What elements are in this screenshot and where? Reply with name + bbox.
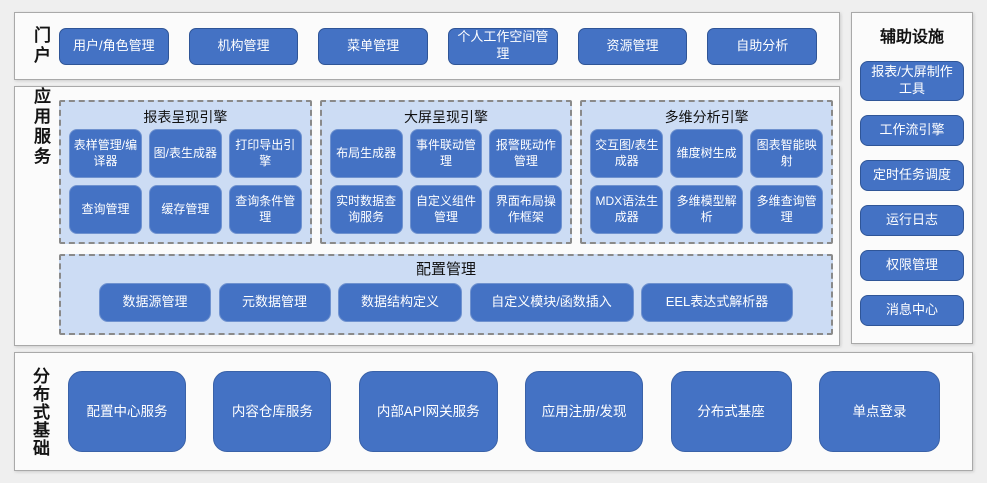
interactive-chart-generator-button[interactable]: 交互图/表生成器 <box>590 129 664 178</box>
distributed-foundation-section: 分布式基础 配置中心服务 内容仓库服务 内部API网关服务 应用注册/发现 分布… <box>14 352 973 471</box>
portal-label: 门户 <box>31 26 50 66</box>
mdx-syntax-generator-button[interactable]: MDX语法生成器 <box>590 185 664 234</box>
report-bigscreen-tool-button[interactable]: 报表/大屏制作工具 <box>860 61 964 101</box>
metadata-management-button[interactable]: 元数据管理 <box>218 283 331 322</box>
config-button-row: 数据源管理 元数据管理 数据结构定义 自定义模块/函数插入 EEL表达式解析器 <box>73 281 819 324</box>
custom-component-management-button[interactable]: 自定义组件管理 <box>409 185 483 234</box>
workflow-engine-button[interactable]: 工作流引擎 <box>860 114 964 146</box>
foundation-button-row: 配置中心服务 内容仓库服务 内部API网关服务 应用注册/发现 分布式基座 单点… <box>56 371 972 452</box>
report-engine-grid: 表样管理/编译器 图/表生成器 打印导出引擎 查询管理 缓存管理 查询条件管理 <box>69 129 302 234</box>
olap-engine-title: 多维分析引擎 <box>664 109 749 125</box>
organization-management-button[interactable]: 机构管理 <box>188 27 299 65</box>
ui-layout-framework-button[interactable]: 界面布局操作框架 <box>489 185 563 234</box>
config-management-panel: 配置管理 数据源管理 元数据管理 数据结构定义 自定义模块/函数插入 EEL表达… <box>59 254 833 335</box>
application-services-section: 应用服务 报表呈现引擎 表样管理/编译器 图/表生成器 打印导出引擎 查询管理 … <box>14 86 840 346</box>
layout-generator-button[interactable]: 布局生成器 <box>329 129 403 178</box>
distributed-base-button[interactable]: 分布式基座 <box>670 371 792 452</box>
report-engine-panel: 报表呈现引擎 表样管理/编译器 图/表生成器 打印导出引擎 查询管理 缓存管理 … <box>59 100 312 244</box>
chart-table-generator-button[interactable]: 图/表生成器 <box>148 129 222 178</box>
bigscreen-engine-panel: 大屏呈现引擎 布局生成器 事件联动管理 报警既动作管理 实时数据查询服务 自定义… <box>319 100 573 244</box>
application-services-label: 应用服务 <box>31 87 50 167</box>
olap-engine-grid: 交互图/表生成器 维度树生成 图表智能映射 MDX语法生成器 多维模型解析 多维… <box>590 129 824 234</box>
multidim-model-parsing-button[interactable]: 多维模型解析 <box>670 185 744 234</box>
menu-management-button[interactable]: 菜单管理 <box>318 27 429 65</box>
custom-module-function-insert-button[interactable]: 自定义模块/函数插入 <box>469 283 634 322</box>
print-export-engine-button[interactable]: 打印导出引擎 <box>228 129 302 178</box>
permission-management-button[interactable]: 权限管理 <box>860 249 964 281</box>
data-structure-definition-button[interactable]: 数据结构定义 <box>338 283 462 322</box>
realtime-data-query-service-button[interactable]: 实时数据查询服务 <box>329 185 403 234</box>
run-log-button[interactable]: 运行日志 <box>860 204 964 236</box>
query-management-button[interactable]: 查询管理 <box>69 185 142 234</box>
cache-management-button[interactable]: 缓存管理 <box>148 185 222 234</box>
config-center-service-button[interactable]: 配置中心服务 <box>68 371 186 452</box>
portal-button-row: 用户/角色管理 机构管理 菜单管理 个人工作空间管理 资源管理 自助分析 <box>59 27 839 65</box>
dimension-tree-generation-button[interactable]: 维度树生成 <box>670 129 744 178</box>
config-management-title: 配置管理 <box>415 261 476 278</box>
app-registration-discovery-button[interactable]: 应用注册/发现 <box>525 371 644 452</box>
resource-management-button[interactable]: 资源管理 <box>577 27 688 65</box>
chart-smart-mapping-button[interactable]: 图表智能映射 <box>750 129 824 178</box>
application-services-content: 报表呈现引擎 表样管理/编译器 图/表生成器 打印导出引擎 查询管理 缓存管理 … <box>59 87 839 345</box>
single-sign-on-button[interactable]: 单点登录 <box>818 371 940 452</box>
distributed-foundation-label: 分布式基础 <box>30 366 49 457</box>
olap-engine-panel: 多维分析引擎 交互图/表生成器 维度树生成 图表智能映射 MDX语法生成器 多维… <box>580 100 834 244</box>
alarm-action-management-button[interactable]: 报警既动作管理 <box>489 129 563 178</box>
auxiliary-facilities-title: 辅助设施 <box>879 29 944 46</box>
message-center-button[interactable]: 消息中心 <box>860 294 964 326</box>
bigscreen-engine-grid: 布局生成器 事件联动管理 报警既动作管理 实时数据查询服务 自定义组件管理 界面… <box>329 129 563 234</box>
personal-workspace-management-button[interactable]: 个人工作空间管理 <box>448 27 558 65</box>
internal-api-gateway-service-button[interactable]: 内部API网关服务 <box>358 371 498 452</box>
engine-panels-row: 报表呈现引擎 表样管理/编译器 图/表生成器 打印导出引擎 查询管理 缓存管理 … <box>59 100 834 244</box>
auxiliary-facilities-section: 辅助设施 报表/大屏制作工具 工作流引擎 定时任务调度 运行日志 权限管理 消息… <box>851 12 973 344</box>
scheduled-task-button[interactable]: 定时任务调度 <box>860 159 964 191</box>
bigscreen-engine-title: 大屏呈现引擎 <box>404 109 488 125</box>
report-engine-title: 报表呈现引擎 <box>143 109 228 125</box>
portal-section: 门户 用户/角色管理 机构管理 菜单管理 个人工作空间管理 资源管理 自助分析 <box>14 12 840 80</box>
style-management-compiler-button[interactable]: 表样管理/编译器 <box>69 129 142 178</box>
self-service-analysis-button[interactable]: 自助分析 <box>707 27 818 65</box>
event-linkage-management-button[interactable]: 事件联动管理 <box>409 129 483 178</box>
user-role-management-button[interactable]: 用户/角色管理 <box>59 27 169 65</box>
query-condition-management-button[interactable]: 查询条件管理 <box>228 185 302 234</box>
eel-expression-parser-button[interactable]: EEL表达式解析器 <box>641 283 793 322</box>
content-repository-service-button[interactable]: 内容仓库服务 <box>213 371 332 452</box>
datasource-management-button[interactable]: 数据源管理 <box>99 283 211 322</box>
multidim-query-management-button[interactable]: 多维查询管理 <box>750 185 824 234</box>
